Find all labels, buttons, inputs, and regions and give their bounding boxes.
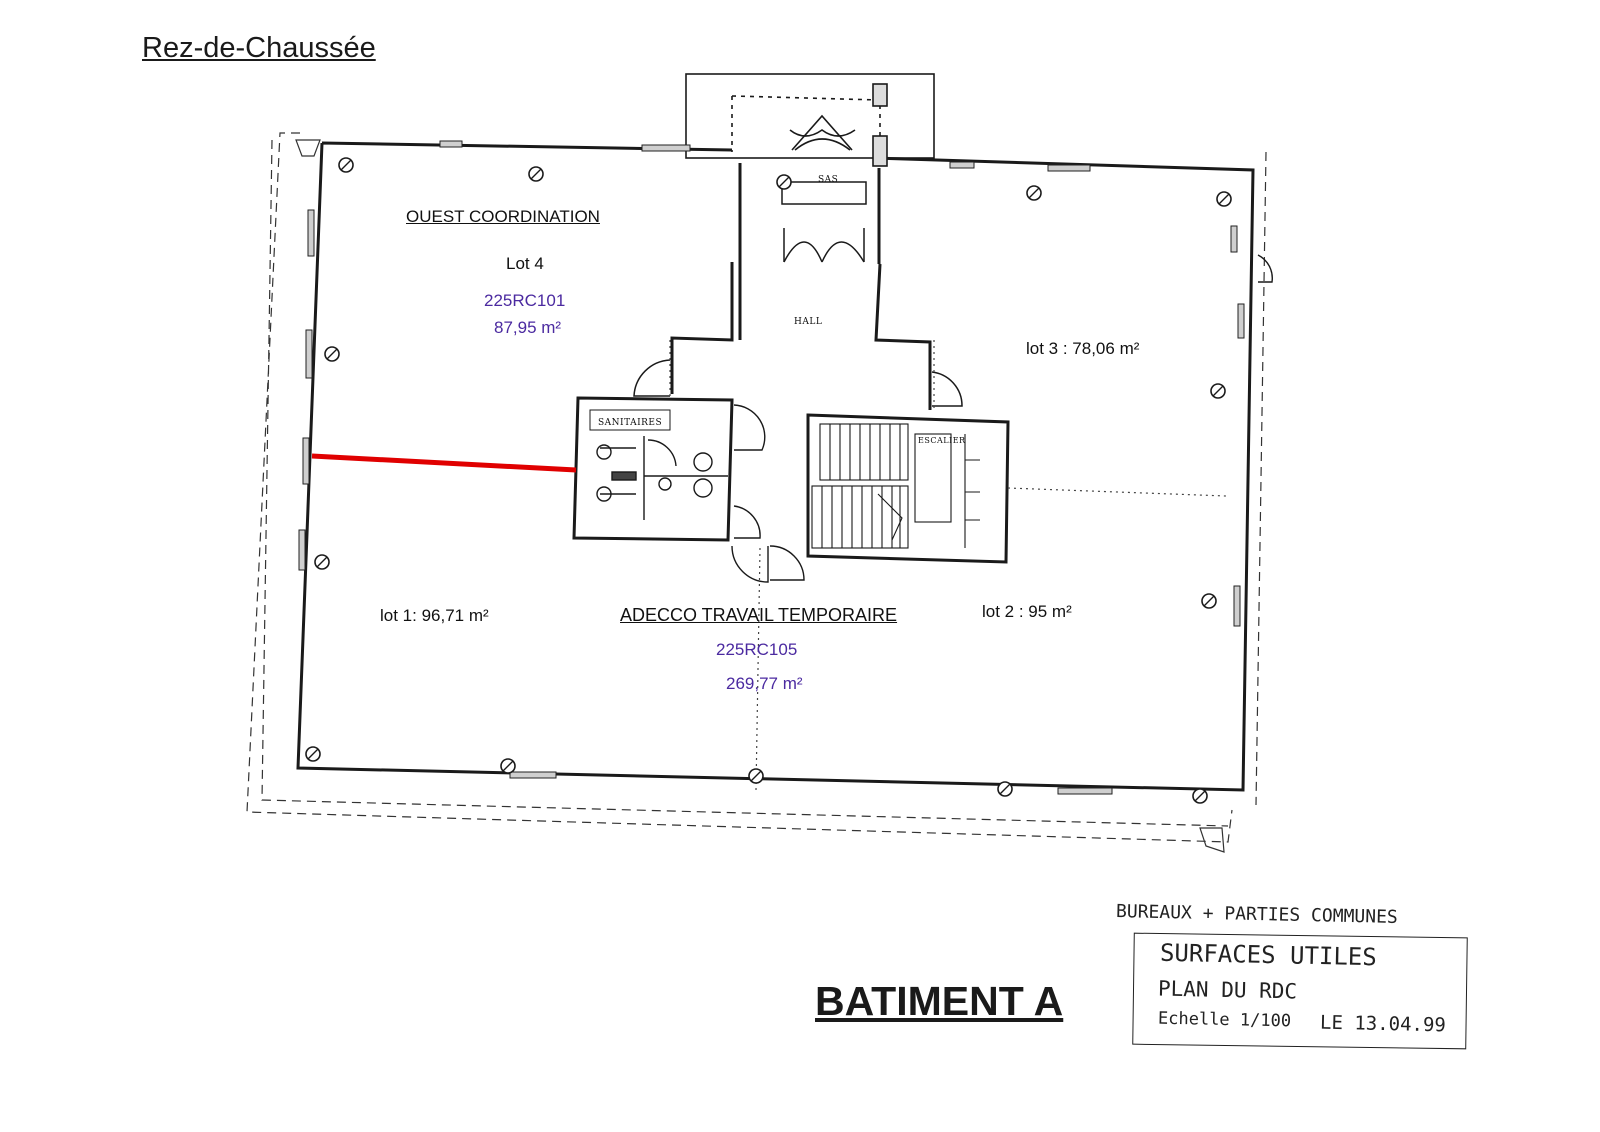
sas-walls bbox=[738, 163, 881, 264]
sanitaires-label: SANITAIRES bbox=[598, 418, 663, 428]
partition-highlight-line bbox=[311, 453, 577, 473]
adecco-tenant-name: ADECCO TRAVAIL TEMPORAIRE bbox=[620, 605, 898, 625]
adecco-area: 269,77 m² bbox=[726, 674, 803, 693]
entrance-porch bbox=[685, 73, 935, 159]
lot2-label: lot 2 : 95 m² bbox=[982, 602, 1072, 621]
staircase-walls bbox=[806, 413, 1010, 564]
building-title: BATIMENT A bbox=[815, 978, 1064, 1024]
sanitaires-walls bbox=[572, 396, 734, 542]
west-tenant-name: OUEST COORDINATION bbox=[406, 207, 600, 226]
stamp-line1: SURFACES UTILES bbox=[1159, 938, 1378, 972]
hall-label: HALL bbox=[794, 317, 823, 327]
lot3-label: lot 3 : 78,06 m² bbox=[1026, 339, 1140, 358]
stamp-date: LE 13.04.99 bbox=[1319, 1011, 1447, 1037]
adecco-ref: 225RC105 bbox=[716, 640, 798, 659]
terrace-outline bbox=[246, 132, 1233, 843]
lot1-label: lot 1: 96,71 m² bbox=[380, 606, 489, 625]
escalier-label: ESCALIER bbox=[918, 436, 966, 445]
west-ref: 225RC101 bbox=[484, 291, 566, 310]
stamp-scale: Echelle 1/100 bbox=[1157, 1008, 1292, 1032]
west-lot-label: Lot 4 bbox=[506, 254, 544, 273]
stamp-line2: PLAN DU RDC bbox=[1157, 976, 1298, 1004]
west-area: 87,95 m² bbox=[494, 318, 562, 337]
level-title: Rez-de-Chaussée bbox=[142, 32, 376, 64]
sas-label: SAS bbox=[818, 175, 839, 185]
